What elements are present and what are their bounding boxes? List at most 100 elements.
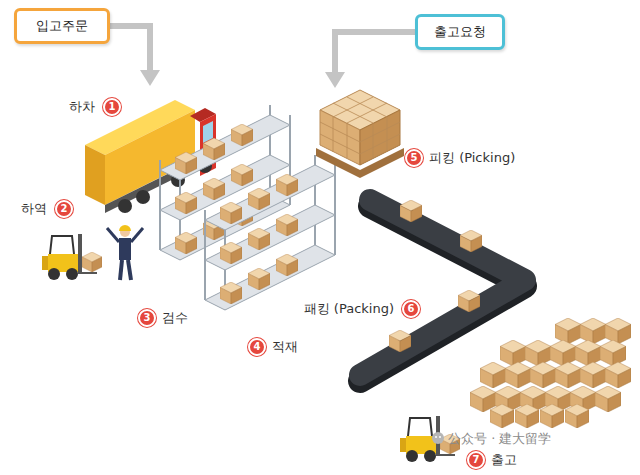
pallet-stack [360,122,400,142]
shelf-rack [220,202,242,224]
flow-arrow [325,72,345,88]
box-stack [580,362,606,388]
pallet-stack [373,123,374,158]
pallet-stack [360,134,400,154]
conveyor-belt [400,200,422,222]
callout-number: 적재4 [248,338,266,356]
shelf-rack [220,242,242,264]
callout-number: 출고7 [467,451,485,469]
pallet-stack [333,97,373,117]
step-label: 적재 [270,338,300,356]
shelf-rack [276,174,298,196]
shelf-rack [220,282,242,304]
box-stack [605,362,631,388]
callout-number-text: 7 [469,453,483,467]
pallet-stack [320,122,360,142]
truck [85,145,105,205]
callout-number: 하차1 [103,98,121,116]
box-stack [555,318,581,344]
pallet-stack [347,103,387,123]
conveyor-belt [389,330,411,352]
shelf-rack [203,138,225,160]
box-stack [505,362,531,388]
shelf-rack [248,268,270,290]
box-stack [490,404,514,428]
watermark-icon [432,432,444,444]
box-stack [540,404,564,428]
callout-number-text: 2 [57,202,71,216]
shelf-rack [276,214,298,236]
worker [107,225,143,280]
box-stack [605,318,631,344]
step-label: 검수 [160,309,190,327]
step-label: 패킹 (Packing) [302,300,396,318]
watermark-icon [435,436,437,438]
pallet-stack [347,123,348,158]
step-label: 하차 [67,98,97,116]
box-stack [480,362,506,388]
box-stack [470,318,631,428]
pallet-stack [320,97,400,158]
watermark-icon [439,436,441,438]
box-stack [470,386,496,412]
shelf-rack [248,228,270,250]
callout-number-text: 6 [404,302,418,316]
order-box: 출고요청 [415,14,505,50]
pallet-stack [333,117,334,152]
shelf-rack [205,165,335,230]
shelf-rack [248,188,270,210]
box-stack [595,386,621,412]
worker [131,228,143,242]
callout-number: 하역2 [55,200,73,218]
conveyor-belt [458,290,480,312]
shelf-rack [205,155,335,310]
shelf-rack [231,164,253,186]
conveyor-belt [460,230,482,252]
callout-number: 패킹 (Packing)6 [402,300,420,318]
shelf-rack [159,160,161,250]
pallet-stack [316,90,404,178]
watermark-icon [432,432,444,444]
callout-number-text: 5 [407,151,421,165]
worker [119,225,131,231]
pallet-stack [320,110,360,165]
box-stack [500,340,526,366]
box-label: 입고주문 [36,17,88,35]
shelf-rack [160,115,290,180]
callout-number-text: 4 [250,340,264,354]
watermark-text: 公众号 · 建大留学 [448,430,551,448]
callout-number: 피킹 (Picking)5 [405,149,423,167]
shelf-rack [334,165,336,255]
box-stack [555,362,581,388]
box-label: 출고요청 [434,23,486,41]
shelf-rack [204,210,206,300]
conveyor-belt [360,200,525,381]
forklift [82,252,102,272]
flow-arrow [110,26,415,88]
worker [120,260,122,280]
worker [119,238,131,260]
worker [107,228,119,242]
shelf-rack [175,192,197,214]
box-stack [565,404,589,428]
forklift [42,234,102,280]
shelf-rack [231,124,253,146]
shelf-rack [203,178,225,200]
truck [136,190,150,204]
flow-arrow [110,26,150,72]
callout-number: 검수3 [138,309,156,327]
worker [128,260,131,280]
flow-arrow [335,32,415,72]
flow-arrow [140,70,160,86]
step-label: 출고 [489,451,519,469]
callout-number-text: 1 [105,100,119,114]
step-label: 하역 [19,200,49,218]
box-stack [575,340,601,366]
step-label: 피킹 (Picking) [427,149,517,167]
order-box: 입고주문 [14,8,110,44]
box-stack [580,318,606,344]
pallet-stack [387,117,388,152]
shelf-rack [205,155,335,310]
